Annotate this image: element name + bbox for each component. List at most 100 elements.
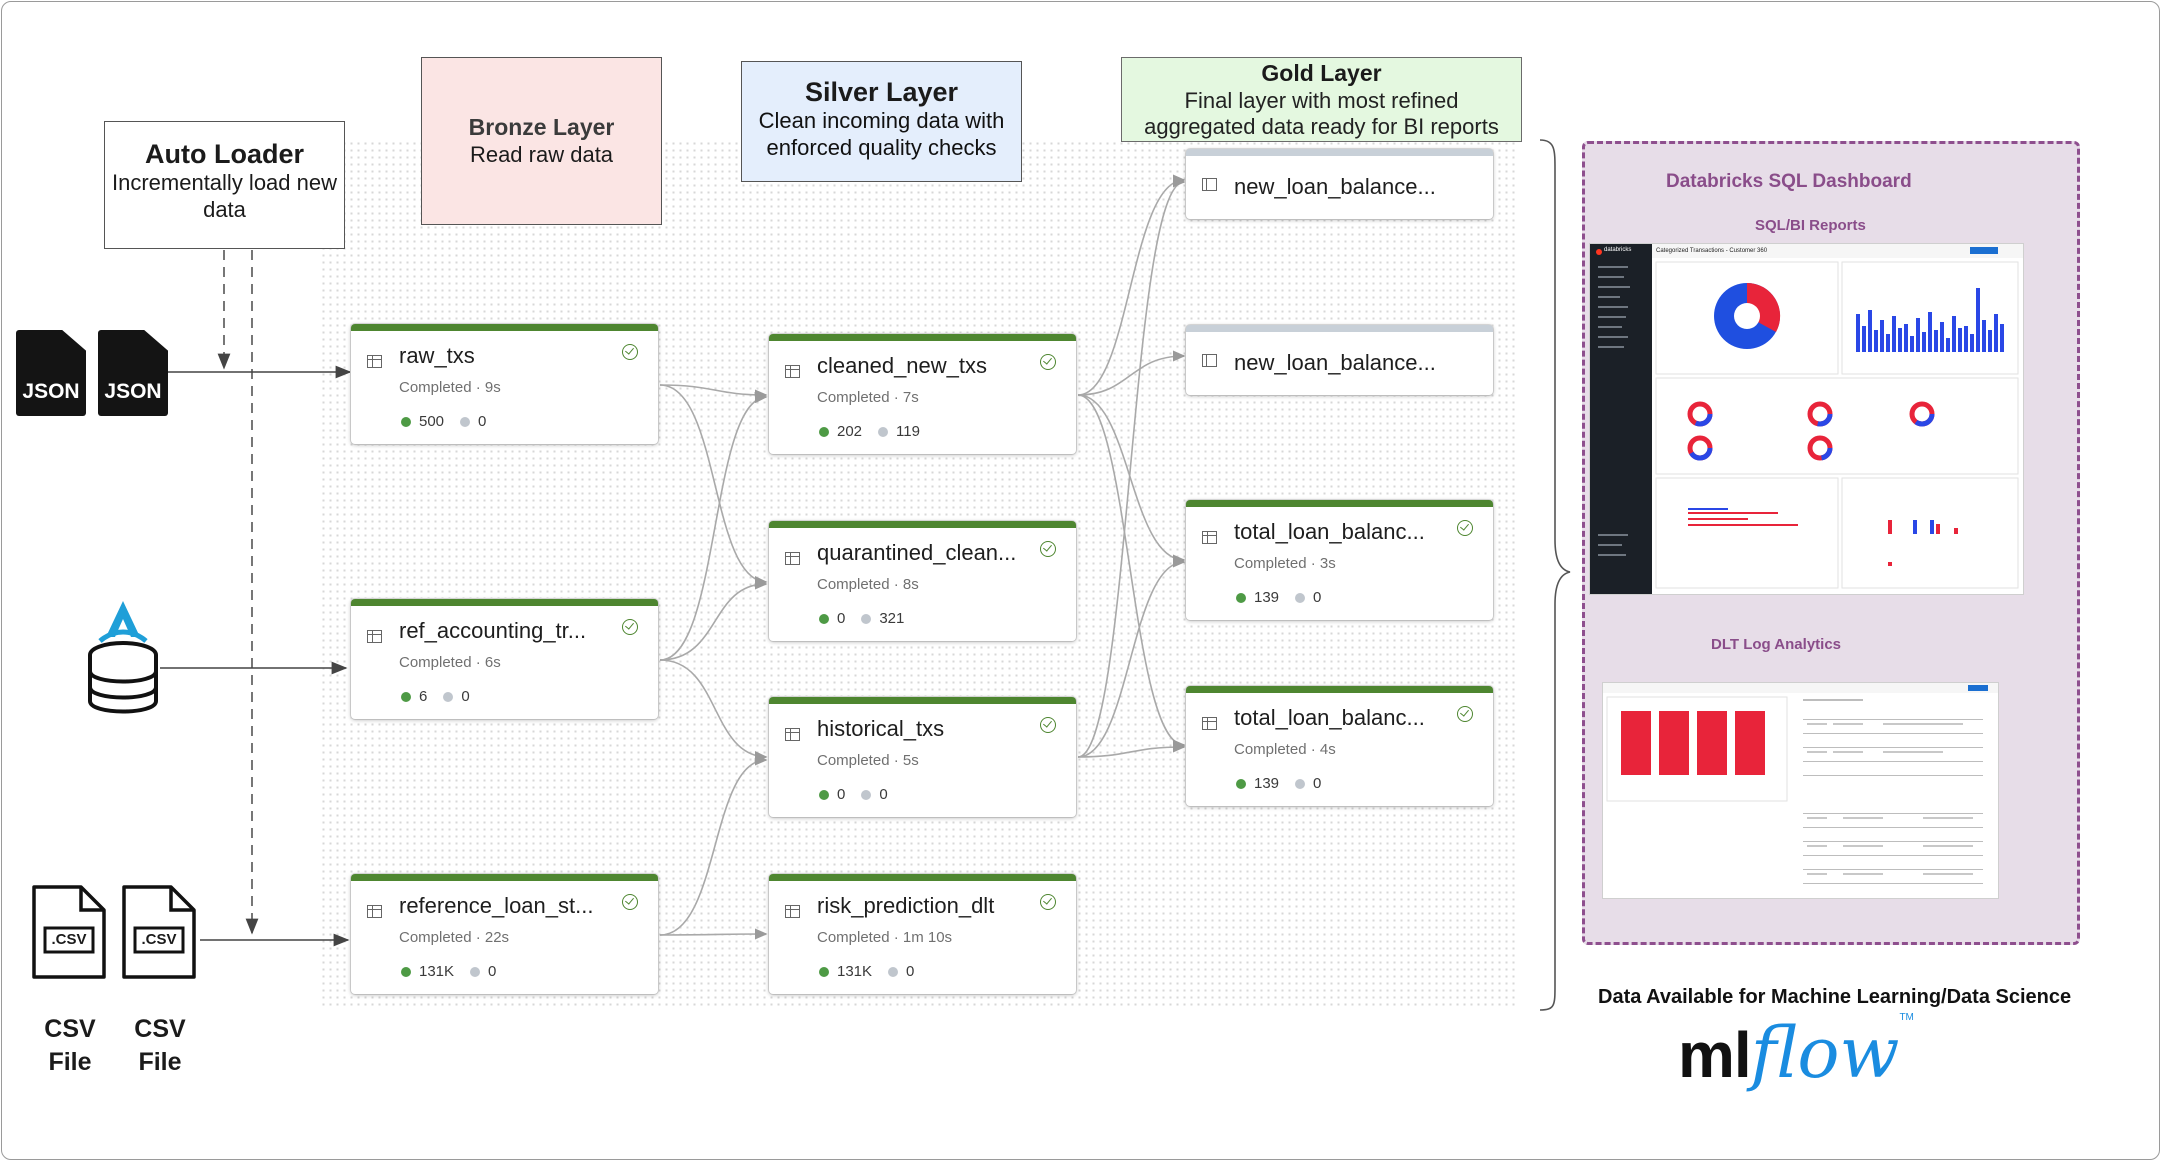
auto-loader-callout: Auto Loader Incrementally load new data [104,121,345,249]
check-circle-icon [1040,354,1056,370]
node-name: historical_txs [817,716,945,741]
silver-layer-subtitle: Clean incoming data with enforced qualit… [758,108,1005,160]
log-analytics-label: DLT Log Analytics [1711,636,1842,653]
mlflow-logo-tm: TM [1899,1012,1914,1023]
passed-dot-icon [401,966,411,977]
node-status: Completed · 5s [817,752,919,769]
node-counts: 139 0 [1236,589,1321,606]
check-circle-icon [1040,717,1056,733]
table-icon [367,905,382,918]
passed-count: 6 [419,688,428,705]
failed-count: 0 [1313,589,1322,606]
edge-raw-cleaned [659,384,768,401]
failed-count: 0 [879,786,888,803]
edge-historical-total2 [1077,741,1186,758]
node-status: Completed · 3s [1234,555,1336,572]
bronze-layer-subtitle: Read raw data [469,141,614,167]
node-name: risk_prediction_dlt [817,893,995,918]
view-icon [1202,354,1217,367]
failed-count: 0 [906,963,915,980]
node-name: total_loan_balanc... [1234,705,1425,730]
edge-cleaned-total1 [1077,394,1186,566]
failed-count: 119 [896,423,920,440]
node-status: Completed · 9s [399,379,501,396]
edge-cleaned-new2 [1077,350,1186,396]
gold-layer-title: Gold Layer [1261,60,1382,86]
failed-count: 0 [461,688,470,705]
auto-loader-subtitle: Incrementally load new data [111,170,337,222]
edge-historical-total1 [1077,556,1186,758]
sql-reports-screenshot: databricks Categorized Transactions - Cu… [1590,244,2023,594]
csv-badge: .CSV [141,931,177,948]
node-status: Completed · 6s [399,654,501,671]
node-reference-loan[interactable]: reference_loan_st... Completed · 22s 131… [351,874,658,994]
gold-layer-callout: Gold Layer Final layer with most refined… [1121,57,1522,142]
passed-count: 139 [1254,775,1280,792]
dashboard-title: Databricks SQL Dashboard [1666,171,1912,192]
passed-dot-icon [401,691,411,702]
check-circle-icon [1457,706,1473,722]
passed-dot-icon [401,416,411,427]
mlflow-logo-ml: ml [1678,1019,1752,1091]
check-circle-icon [622,619,638,635]
node-counts: 131K 0 [401,963,496,980]
sql-dashboard-panel: Databricks SQL Dashboard SQL/BI Reports [1582,141,2080,945]
node-new-loan-balance-2[interactable]: new_loan_balance... [1186,325,1493,395]
node-status: Completed · 1m 10s [817,929,953,946]
check-circle-icon [1040,894,1056,910]
edge-historical-new1 [1077,176,1186,758]
json-file-label: JSON [104,380,162,403]
node-risk-prediction[interactable]: risk_prediction_dlt Completed · 1m 10s 1… [769,874,1076,994]
json-file-label: JSON [22,380,80,403]
auto-loader-title: Auto Loader [145,139,304,169]
shot-title: Categorized Transactions - Customer 360 [1656,248,1768,254]
passed-dot-icon [819,426,829,437]
node-status: Completed · 7s [817,389,919,406]
node-status: Completed · 8s [817,576,919,593]
failed-count: 0 [478,413,487,430]
failed-dot-icon [460,416,471,427]
node-name: reference_loan_st... [399,893,594,918]
table-icon [785,728,800,741]
failed-dot-icon [878,426,889,437]
edge-loan-risk [659,928,768,940]
passed-count: 131K [419,963,455,980]
failed-dot-icon [1295,778,1306,789]
mlflow-logo-flow: flow [1750,1012,1900,1094]
failed-dot-icon [443,691,454,702]
node-status: Completed · 22s [399,929,510,946]
passed-count: 0 [837,786,846,803]
edge-ref-historical [659,659,768,763]
json-file-icon: JSON [16,330,86,416]
edge-ref-quarantined [659,578,768,661]
ml-caption: Data Available for Machine Learning/Data… [1598,986,2072,1008]
edge-raw-quarantined [659,384,768,588]
edge-ref-cleaned [659,392,768,661]
dlt-log-screenshot [1603,683,1998,898]
view-icon [1202,178,1217,191]
passed-count: 139 [1254,589,1280,606]
failed-count: 0 [488,963,497,980]
passed-dot-icon [1236,592,1246,603]
bronze-layer-title: Bronze Layer [468,114,615,140]
node-new-loan-balance-1[interactable]: new_loan_balance... [1186,149,1493,219]
table-icon [785,552,800,565]
csv-file-icon: .CSV [31,884,107,980]
node-name: quarantined_clean... [817,540,1017,565]
bronze-layer-callout: Bronze Layer Read raw data [421,57,662,225]
check-circle-icon [622,344,638,360]
failed-dot-icon [861,613,872,624]
passed-dot-icon [1236,778,1246,789]
